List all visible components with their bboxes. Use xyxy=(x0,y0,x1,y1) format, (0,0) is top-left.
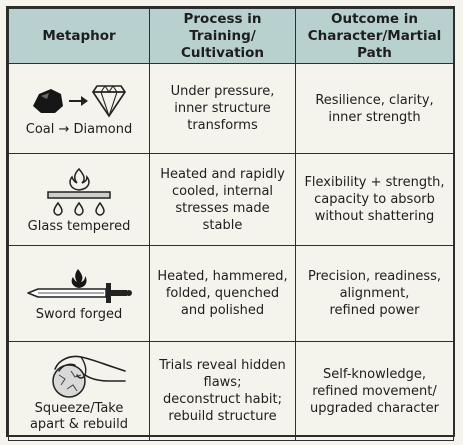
header-metaphor: Metaphor xyxy=(8,8,150,64)
metaphor-label: Squeeze/Take apart & rebuild xyxy=(29,401,129,432)
metaphor-table: Metaphor Process in Training/ Cultivatio… xyxy=(8,8,454,441)
process-cell: Trials reveal hidden flaws; deconstruct … xyxy=(149,341,296,441)
outcome-cell: Resilience, clarity, inner strength xyxy=(295,63,454,154)
outcome-cell: Flexibility + strength, capacity to abso… xyxy=(295,153,454,246)
process-cell: Heated, hammered, folded, quenched and p… xyxy=(149,245,296,342)
header-process: Process in Training/ Cultivation xyxy=(149,8,296,64)
metaphor-cell: Glass tempered xyxy=(8,153,150,246)
metaphor-cell: Squeeze/Take apart & rebuild xyxy=(8,341,150,441)
table-row: Glass tempered Heated and rapidly cooled… xyxy=(8,153,454,246)
outcome-cell: Self-knowledge, refined movement/ upgrad… xyxy=(295,341,454,441)
hand-squeeze-icon xyxy=(52,355,126,398)
table-row: Sword forged Heated, hammered, folded, q… xyxy=(8,245,454,342)
glass-tempering-icon xyxy=(47,167,111,216)
table-row: Squeeze/Take apart & rebuild Trials reve… xyxy=(8,341,454,441)
table-row: Coal → Diamond Under pressure, inner str… xyxy=(8,63,454,154)
metaphor-cell: Coal → Diamond xyxy=(8,63,150,154)
coal-diamond-icon xyxy=(33,84,126,118)
process-cell: Heated and rapidly cooled, internal stre… xyxy=(149,153,296,246)
outcome-cell: Precision, readiness, alignment, refined… xyxy=(295,245,454,342)
metaphor-label: Coal → Diamond xyxy=(25,121,133,137)
metaphor-table-frame: Metaphor Process in Training/ Cultivatio… xyxy=(6,6,455,441)
header-outcome: Outcome in Character/Martial Path xyxy=(295,8,454,64)
header-row: Metaphor Process in Training/ Cultivatio… xyxy=(8,8,454,64)
metaphor-cell: Sword forged xyxy=(8,245,150,342)
sword-forging-icon xyxy=(27,268,132,303)
metaphor-label: Sword forged xyxy=(35,306,123,322)
process-cell: Under pressure, inner structure transfor… xyxy=(149,63,296,154)
metaphor-label: Glass tempered xyxy=(27,218,131,234)
